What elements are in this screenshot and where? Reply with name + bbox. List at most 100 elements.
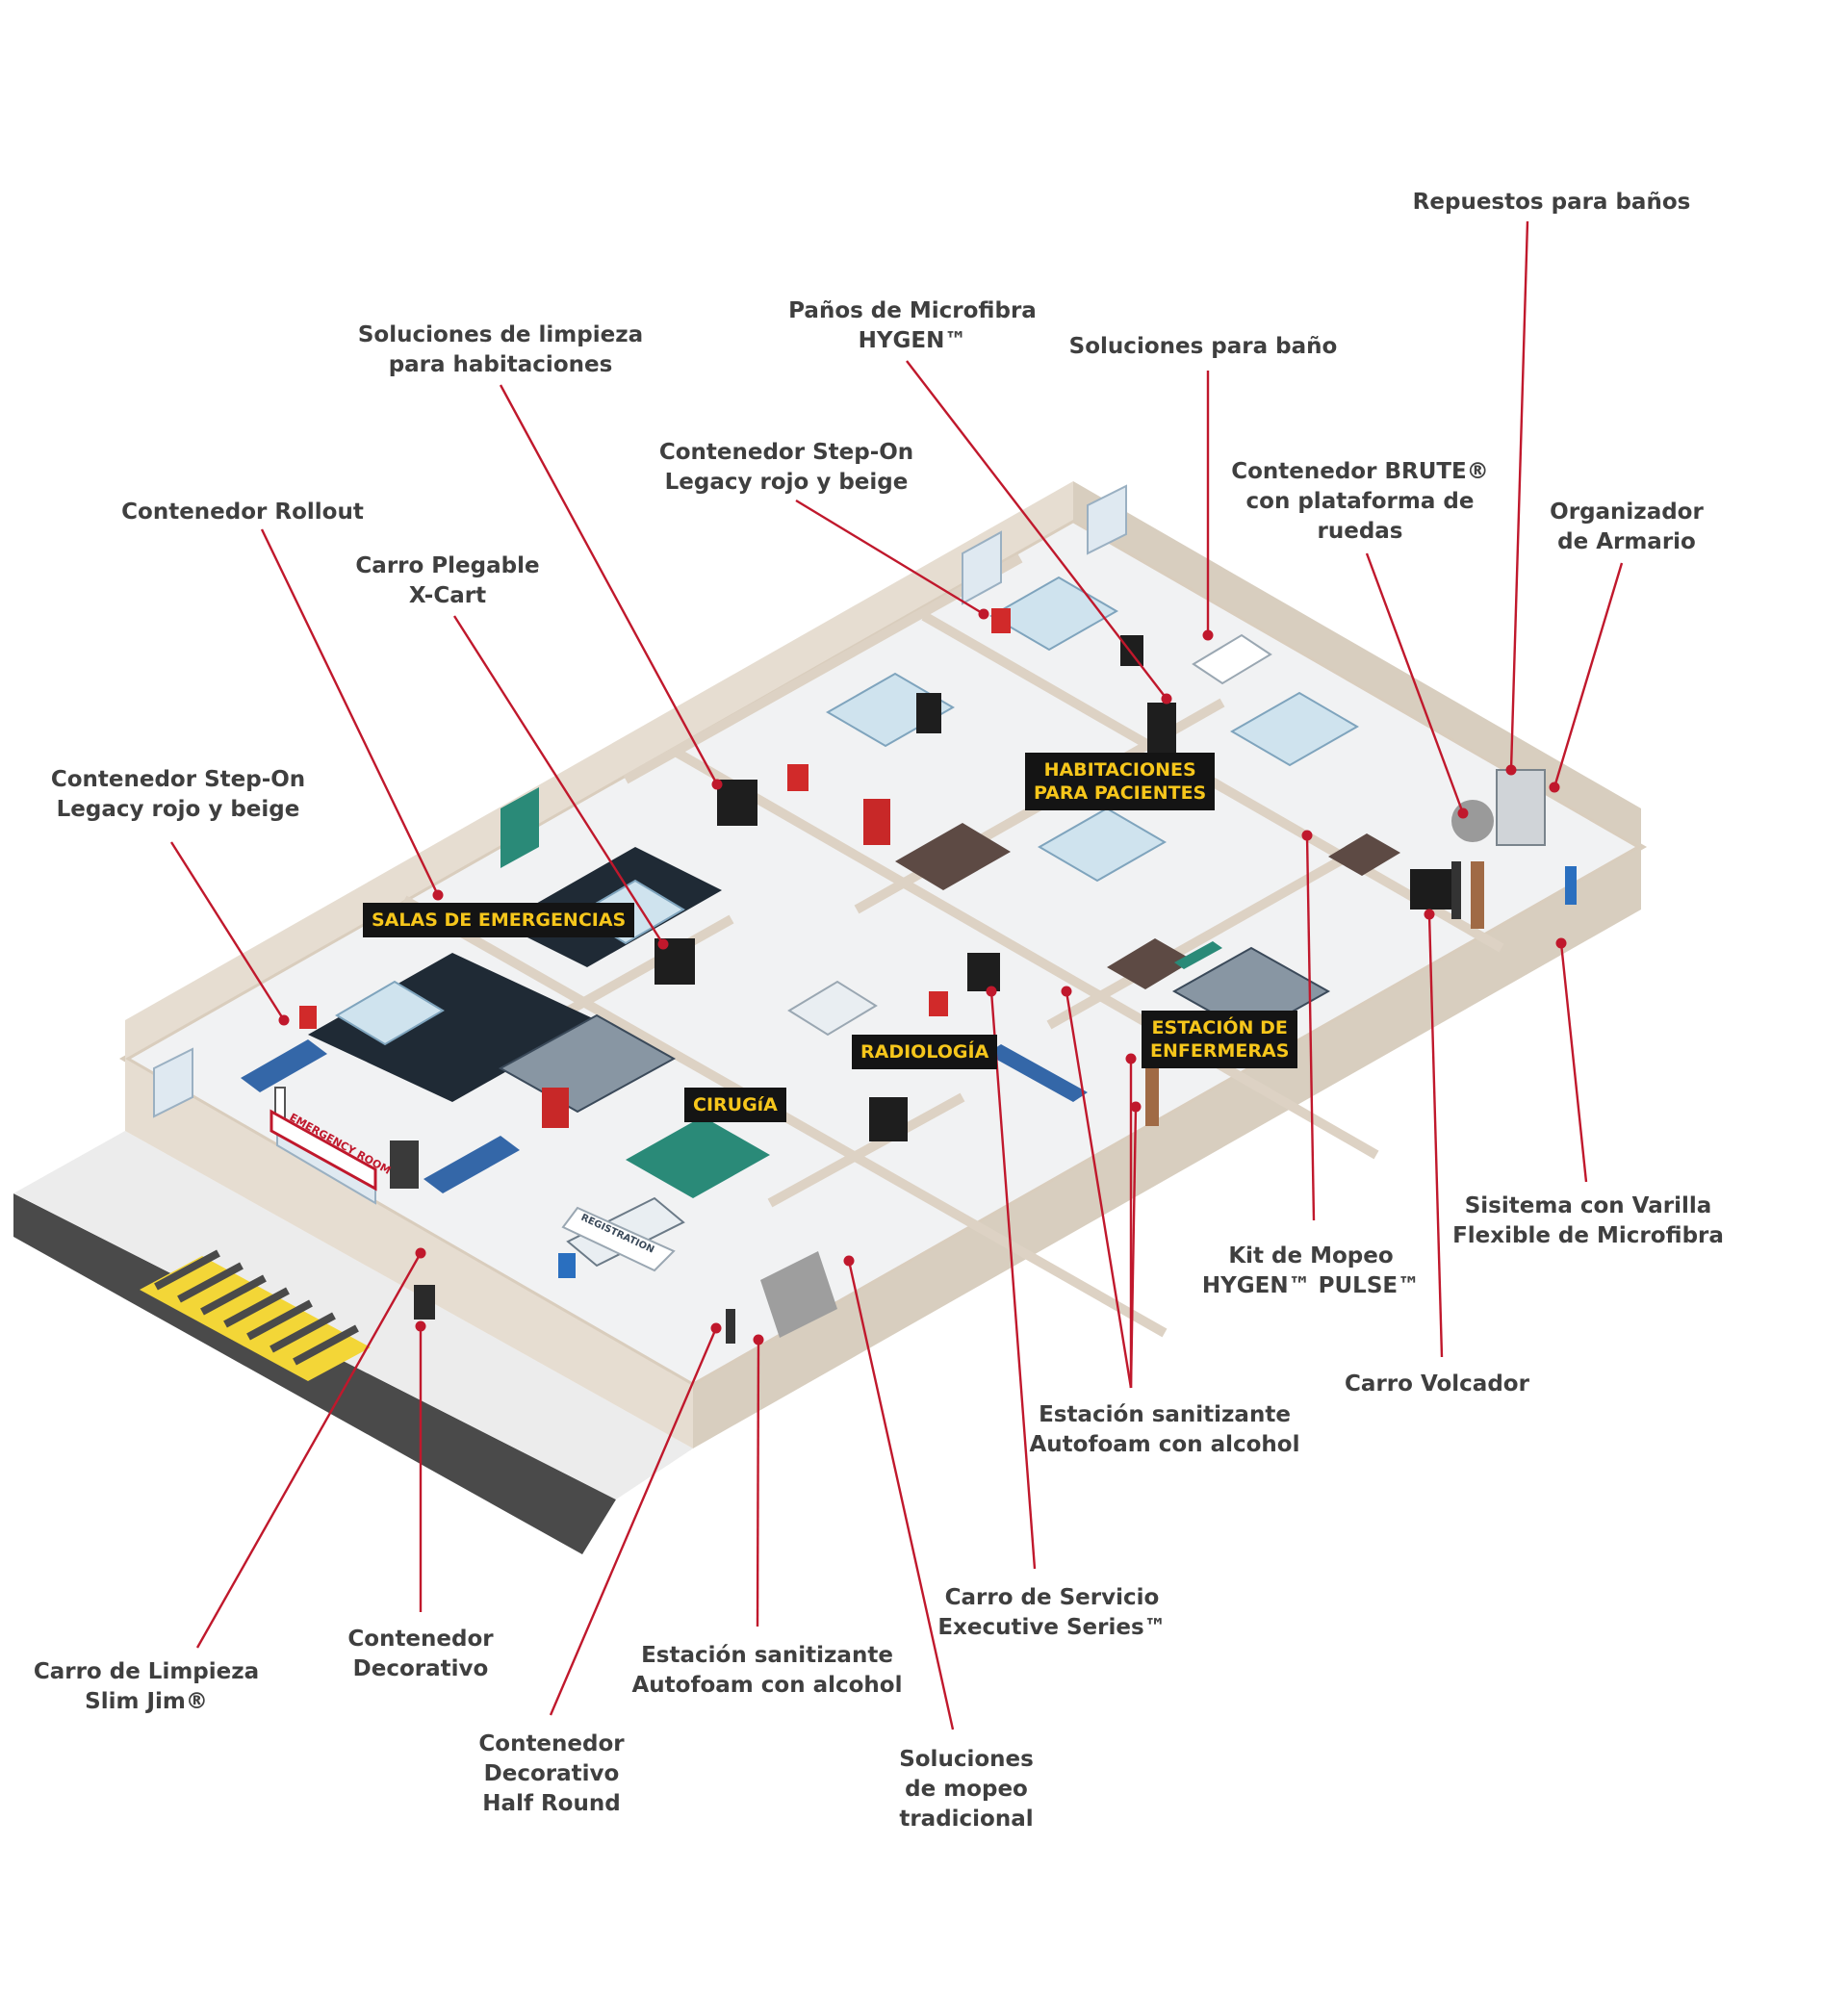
callout-line: tradicional [899, 1807, 1034, 1832]
leader-line-carro-volcador [1427, 913, 1444, 1358]
leader-line-slim-jim [195, 1252, 423, 1649]
callout-line: Estación sanitizante [1039, 1402, 1291, 1427]
leader-dot-varilla-flexible [1555, 937, 1567, 949]
callout-line: Executive Series™ [937, 1615, 1167, 1640]
callout-line: Decorativo [483, 1761, 620, 1786]
tag-line: HABITACIONES [1043, 759, 1196, 781]
leader-line-half-round [549, 1327, 718, 1716]
leader-line-mopeo-tradicional [847, 1260, 955, 1730]
leader-dot-soluciones-habitaciones [711, 779, 723, 790]
callout-line: Autofoam con alcohol [1029, 1432, 1300, 1457]
callout-line: Autofoam con alcohol [631, 1673, 903, 1698]
callout-soluciones-habitaciones: Soluciones de limpieza para habitaciones [358, 320, 643, 380]
callout-line: Carro Plegable [355, 553, 540, 578]
leader-dot-mopeo-tradicional [843, 1255, 855, 1267]
leader-line-step-on-top [795, 499, 985, 616]
callout-repuestos-banos: Repuestos para baños [1413, 188, 1691, 218]
callout-carro-volcador: Carro Volcador [1345, 1370, 1529, 1399]
sidewalk [13, 1131, 693, 1499]
callout-line: Carro de Servicio [944, 1585, 1160, 1610]
callout-line: de mopeo [905, 1777, 1028, 1802]
area-tag-cirugia: CIRUGíA [684, 1088, 786, 1122]
area-tag-emergencias: SALAS DE EMERGENCIAS [363, 903, 635, 937]
callout-line: Contenedor Rollout [121, 500, 364, 525]
callout-line: Flexible de Microfibra [1452, 1223, 1724, 1248]
back-wall-right [1073, 481, 1641, 847]
leader-dot-autofoam-bottom [753, 1334, 764, 1345]
callout-line: para habitaciones [388, 352, 613, 377]
callout-line: Kit de Mopeo [1228, 1243, 1394, 1269]
callout-line: Soluciones de limpieza [357, 322, 644, 347]
callout-line: HYGEN™ PULSE™ [1201, 1273, 1421, 1298]
tag-line: ENFERMERAS [1150, 1040, 1290, 1062]
product-markers [274, 608, 1577, 1344]
leader-dot-autofoam-right [1061, 986, 1072, 997]
callout-organizador-armario: Organizador de Armario [1550, 498, 1704, 557]
callout-line: X-Cart [408, 583, 487, 608]
callout-line: Decorativo [352, 1656, 489, 1681]
callout-line: Contenedor Step-On [658, 440, 914, 465]
leader-dot-executive-series [986, 986, 997, 997]
leader-dot-carro-volcador [1424, 909, 1435, 920]
leader-dot-repuestos-banos [1505, 764, 1517, 776]
callout-line: Organizador [1550, 500, 1704, 525]
tag-line: CIRUGíA [693, 1094, 778, 1115]
callout-line: Contenedor [347, 1627, 494, 1652]
leader-dot-slim-jim [415, 1247, 426, 1259]
leader-line-executive-series [989, 990, 1037, 1570]
callout-line: Half Round [482, 1791, 621, 1816]
leader-dot-half-round [710, 1322, 722, 1334]
leader-dot-contenedor-decorativo [415, 1320, 426, 1332]
leader-line-autofoam-bottom [756, 1339, 760, 1627]
callout-line: Paños de Microfibra [788, 298, 1037, 323]
callout-line: de Armario [1557, 529, 1696, 554]
callout-line: Contenedor [478, 1731, 625, 1756]
callout-line: HYGEN™ [858, 328, 967, 353]
callout-line: Sisitema con Varilla [1464, 1193, 1712, 1218]
tag-line: ESTACIÓN DE [1151, 1017, 1288, 1038]
leader-line-brute-plataforma [1365, 552, 1465, 814]
leader-line-x-cart [452, 615, 665, 945]
back-wall-left [125, 481, 1073, 1059]
tag-line: PARA PACIENTES [1034, 782, 1207, 804]
callout-line: con plataforma de [1245, 489, 1475, 514]
callout-line: Carro de Limpieza [33, 1659, 260, 1684]
leader-line-autofoam-right [1065, 990, 1133, 1389]
leader-dot-organizador-armario [1549, 782, 1560, 793]
callout-line: ruedas [1317, 519, 1403, 544]
leader-dot-panos-microfibra [1161, 693, 1172, 705]
building-base-right [693, 847, 1641, 1448]
leader-line-step-on-left [169, 841, 286, 1021]
leader-dot-autofoam-right [1125, 1053, 1137, 1064]
leader-line-hygen-pulse [1305, 834, 1316, 1221]
emergency-floor [308, 953, 597, 1102]
leader-dot-step-on-top [978, 608, 989, 620]
tag-line: RADIOLOGÍA [860, 1041, 989, 1063]
leader-line-panos-microfibra [906, 360, 1168, 700]
leader-line-organizador-armario [1553, 562, 1624, 788]
callout-line: Carro Volcador [1345, 1371, 1529, 1397]
leader-dot-autofoam-right [1130, 1101, 1142, 1113]
leader-line-varilla-flexible [1559, 942, 1588, 1183]
callout-line: Slim Jim® [85, 1689, 208, 1714]
leader-dot-brute-plataforma [1457, 807, 1469, 819]
leader-line-repuestos-banos [1509, 220, 1529, 771]
callout-soluciones-bano: Soluciones para baño [1069, 332, 1338, 362]
